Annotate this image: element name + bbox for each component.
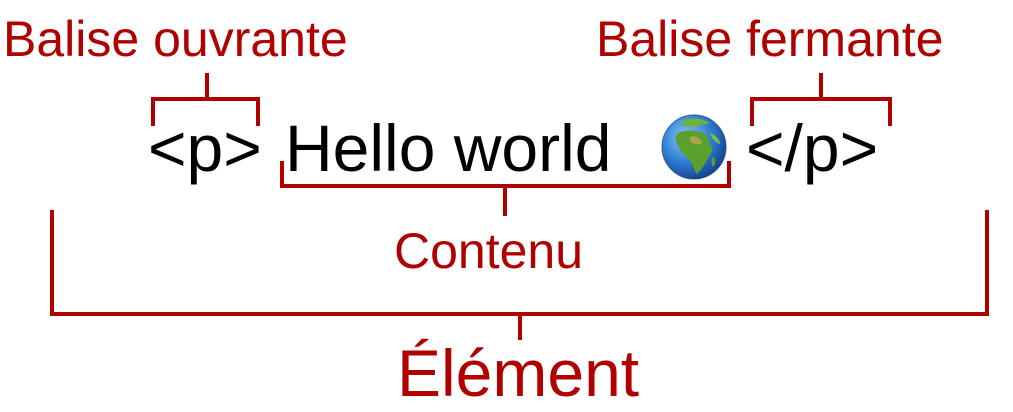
opening-tag: <p> [148,111,262,185]
globe-africa-icon [661,114,727,180]
content-label: Contenu [394,223,584,279]
element-content: Hello world [285,111,612,185]
opening-tag-label: Balise ouvrante [3,11,348,67]
closing-tag: </p> [746,111,879,185]
closing-tag-label: Balise fermante [596,11,944,67]
element-label: Élément [397,336,640,410]
